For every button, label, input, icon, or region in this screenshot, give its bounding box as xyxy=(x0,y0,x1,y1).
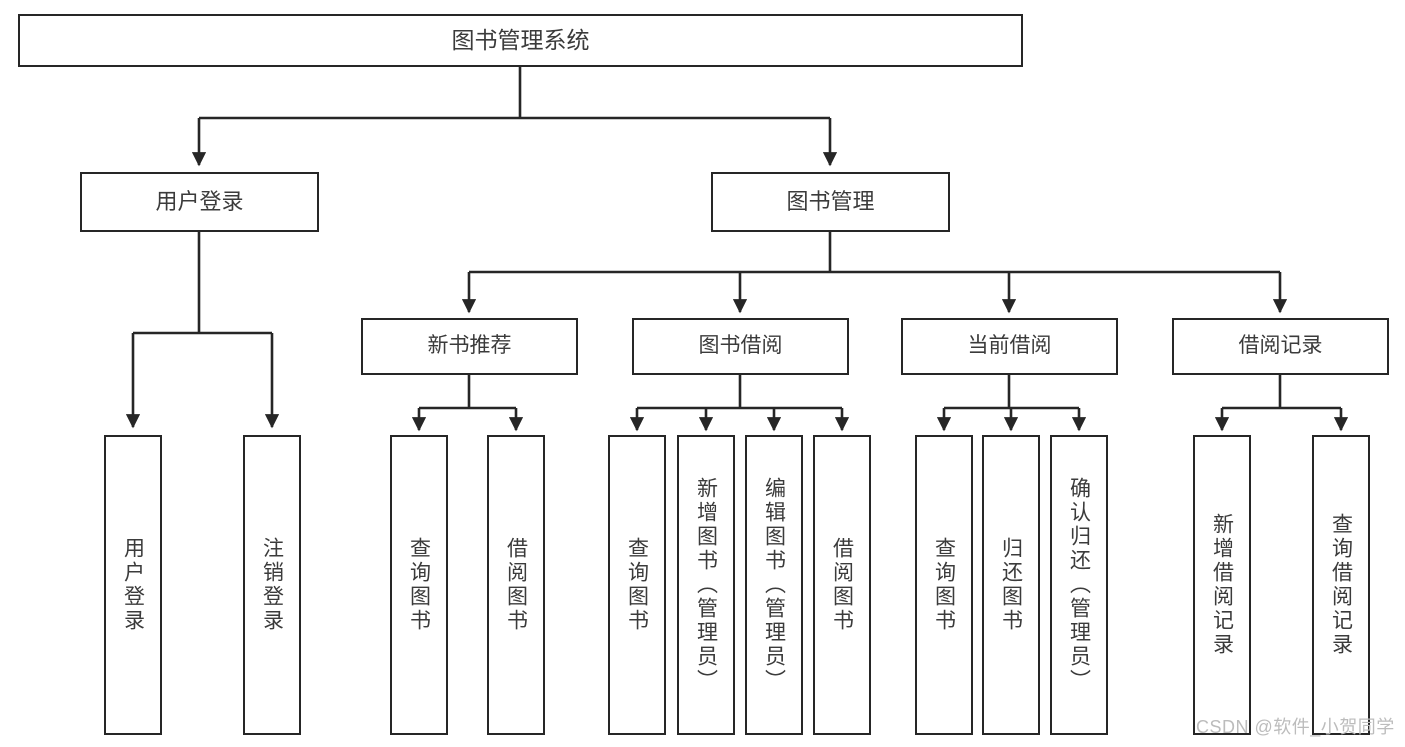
node-book-manage[interactable]: 图书管理 xyxy=(711,172,950,232)
leaf-return-book[interactable]: 归还图书 xyxy=(982,435,1040,735)
node-borrow-record[interactable]: 借阅记录 xyxy=(1172,318,1389,375)
leaf-add-record-label: 新增借阅记录 xyxy=(1210,513,1234,657)
leaf-add-book-label: 新增图书（管理员） xyxy=(694,477,718,693)
node-book-borrow[interactable]: 图书借阅 xyxy=(632,318,849,375)
node-current-borrow-label: 当前借阅 xyxy=(967,334,1052,358)
leaf-borrow-book-1[interactable]: 借阅图书 xyxy=(487,435,545,735)
node-current-borrow[interactable]: 当前借阅 xyxy=(901,318,1118,375)
leaf-borrow-book-2-label: 借阅图书 xyxy=(830,537,854,633)
node-book-borrow-label: 图书借阅 xyxy=(698,334,783,358)
leaf-add-book[interactable]: 新增图书（管理员） xyxy=(677,435,735,735)
leaf-logout-login[interactable]: 注销登录 xyxy=(243,435,301,735)
leaf-query-book-1-label: 查询图书 xyxy=(407,537,431,633)
leaf-user-login[interactable]: 用户登录 xyxy=(104,435,162,735)
leaf-query-book-3-label: 查询图书 xyxy=(932,537,956,633)
node-user-login[interactable]: 用户登录 xyxy=(80,172,319,232)
node-user-login-label: 用户登录 xyxy=(155,189,244,215)
leaf-query-book-1[interactable]: 查询图书 xyxy=(390,435,448,735)
leaf-query-record[interactable]: 查询借阅记录 xyxy=(1312,435,1370,735)
leaf-return-book-label: 归还图书 xyxy=(999,537,1023,633)
leaf-edit-book-label: 编辑图书（管理员） xyxy=(762,477,786,693)
leaf-edit-book[interactable]: 编辑图书（管理员） xyxy=(745,435,803,735)
leaf-query-record-label: 查询借阅记录 xyxy=(1329,513,1353,657)
node-new-book-recommend[interactable]: 新书推荐 xyxy=(361,318,578,375)
node-book-manage-label: 图书管理 xyxy=(786,189,875,215)
leaf-add-record[interactable]: 新增借阅记录 xyxy=(1193,435,1251,735)
leaf-confirm-return[interactable]: 确认归还（管理员） xyxy=(1050,435,1108,735)
leaf-confirm-return-label: 确认归还（管理员） xyxy=(1067,477,1091,693)
leaf-borrow-book-2[interactable]: 借阅图书 xyxy=(813,435,871,735)
csdn-watermark: CSDN @软件_小贺同学 xyxy=(1196,717,1395,737)
leaf-user-login-label: 用户登录 xyxy=(121,537,145,633)
node-root-label: 图书管理系统 xyxy=(451,27,590,54)
leaf-query-book-2-label: 查询图书 xyxy=(625,537,649,633)
leaf-query-book-2[interactable]: 查询图书 xyxy=(608,435,666,735)
leaf-borrow-book-1-label: 借阅图书 xyxy=(504,537,528,633)
node-new-book-recommend-label: 新书推荐 xyxy=(427,334,512,358)
leaf-query-book-3[interactable]: 查询图书 xyxy=(915,435,973,735)
node-root[interactable]: 图书管理系统 xyxy=(18,14,1023,67)
node-borrow-record-label: 借阅记录 xyxy=(1238,334,1323,358)
leaf-logout-login-label: 注销登录 xyxy=(260,537,284,633)
